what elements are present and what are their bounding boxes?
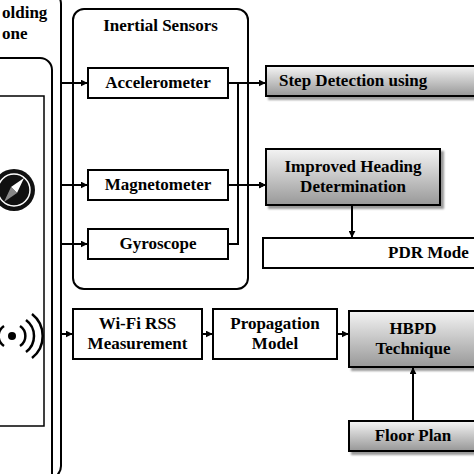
box-label: Step Detection using bbox=[279, 71, 427, 91]
flow-arrow bbox=[351, 206, 353, 237]
flow-arrow bbox=[229, 185, 265, 244]
flow-arrow bbox=[203, 333, 212, 335]
phone-screen bbox=[0, 96, 44, 426]
compass-ring bbox=[0, 174, 30, 206]
box-label: Accelerometer bbox=[105, 73, 210, 93]
group-title: Inertial Sensors bbox=[74, 16, 247, 36]
process-box: Improved Heading Determination bbox=[265, 148, 441, 206]
sensor-box: Magnetometer bbox=[87, 169, 229, 201]
process-box: Propagation Model bbox=[212, 308, 338, 360]
box-label: HBPD Technique bbox=[363, 319, 463, 359]
process-box: HBPD Technique bbox=[348, 310, 474, 368]
group-box: Inertial SensorsAccelerometerMagnetomete… bbox=[72, 8, 249, 290]
phone-body bbox=[0, 58, 52, 474]
box-label: Magnetometer bbox=[105, 175, 212, 195]
phone-frame: olding one bbox=[0, 0, 62, 474]
box-label: Propagation Model bbox=[214, 314, 336, 354]
sensor-box: Gyroscope bbox=[87, 228, 229, 260]
flow-arrow bbox=[62, 243, 87, 245]
wifi-arc bbox=[26, 320, 34, 352]
process-box: PDR Mode bbox=[262, 237, 474, 269]
input-box: Floor Plan bbox=[348, 420, 474, 452]
flow-arrow bbox=[229, 83, 265, 185]
process-box: Step Detection using bbox=[265, 65, 474, 97]
flow-arrow bbox=[62, 82, 87, 84]
flow-arrow bbox=[338, 333, 348, 335]
box-label: Improved Heading Determination bbox=[267, 157, 439, 197]
wifi-arc bbox=[20, 326, 25, 346]
group-title: olding one bbox=[2, 2, 62, 44]
flow-arrow bbox=[229, 184, 265, 186]
compass-icon bbox=[0, 169, 35, 211]
box-label: Gyroscope bbox=[119, 234, 196, 254]
flow-arrow bbox=[229, 82, 265, 84]
flow-arrow bbox=[62, 333, 72, 335]
sensor-box: Accelerometer bbox=[87, 67, 229, 99]
box-label: Wi-Fi RSS Measurement bbox=[74, 314, 201, 354]
flow-arrow bbox=[412, 368, 414, 420]
box-label: PDR Mode bbox=[388, 243, 469, 263]
flow-arrow bbox=[62, 184, 87, 186]
wifi-arc bbox=[32, 314, 43, 358]
process-box: Wi-Fi RSS Measurement bbox=[72, 308, 203, 360]
compass-needle bbox=[4, 187, 17, 202]
wifi-arc bbox=[0, 326, 4, 346]
box-label: Floor Plan bbox=[375, 426, 452, 446]
wifi-dot bbox=[8, 332, 16, 340]
